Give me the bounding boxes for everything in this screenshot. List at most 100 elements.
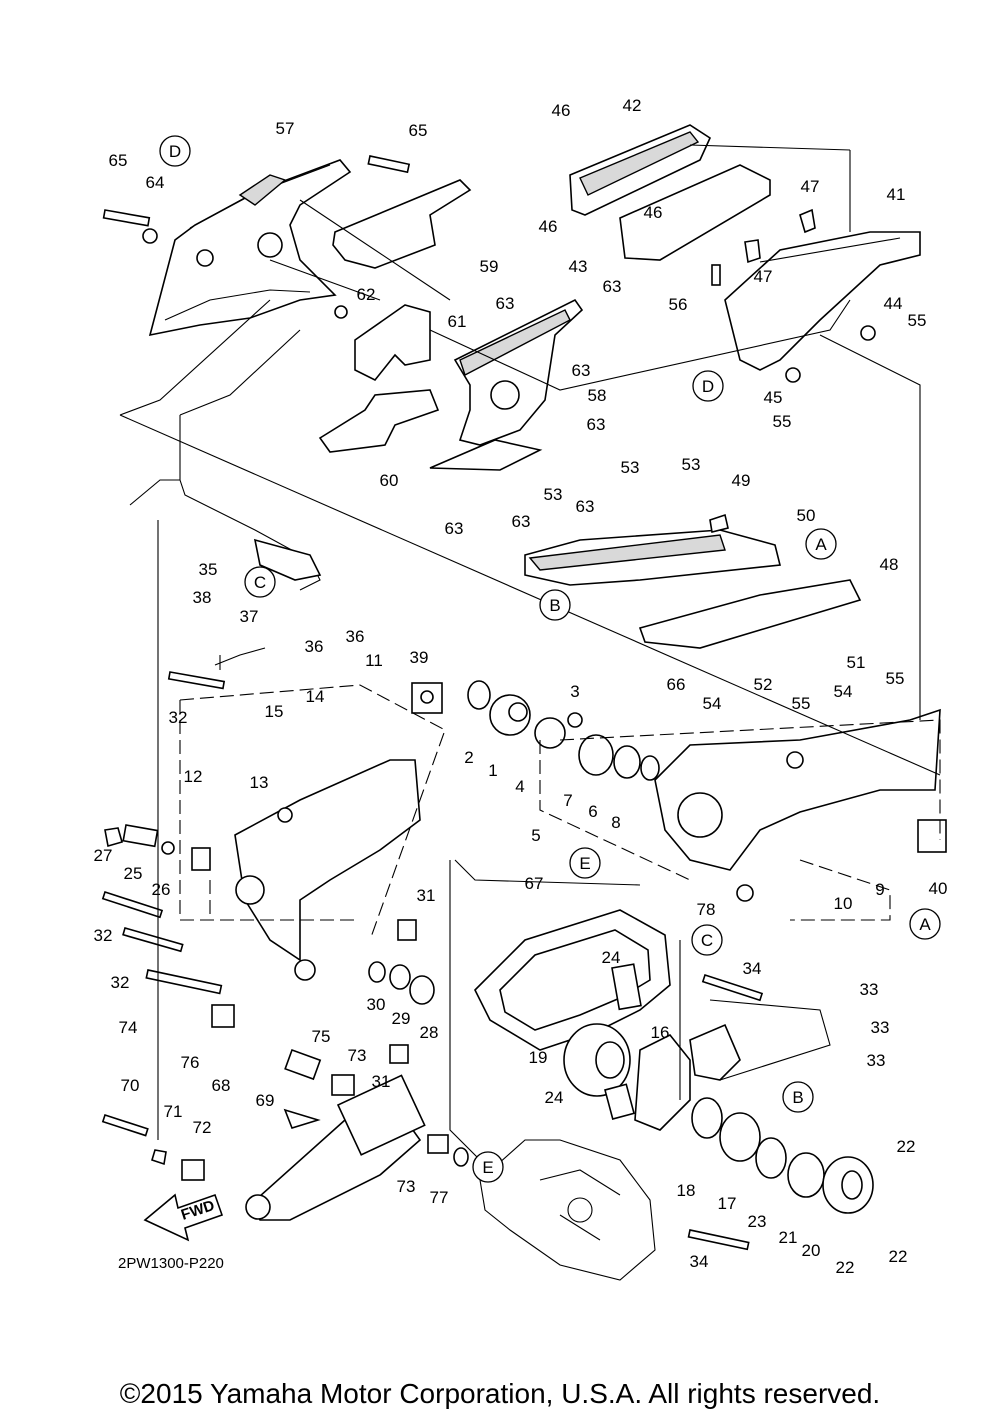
- nut-78: [736, 884, 754, 902]
- collar-31b: [389, 1044, 409, 1064]
- svg-text:D: D: [169, 142, 181, 161]
- collar-24: [611, 963, 642, 1011]
- bearing-29: [389, 964, 411, 990]
- part-label-3: 3: [570, 682, 579, 701]
- part-label-47b: 47: [754, 267, 773, 286]
- part-label-22: 22: [897, 1137, 916, 1156]
- collar-64: [142, 228, 158, 244]
- part-label-75: 75: [312, 1027, 331, 1046]
- part-label-63d: 63: [587, 415, 606, 434]
- part-label-57: 57: [276, 119, 295, 138]
- part-label-63b: 63: [603, 277, 622, 296]
- clip-47b: [744, 239, 761, 264]
- part-label-44: 44: [884, 294, 903, 313]
- part-label-49: 49: [732, 471, 751, 490]
- reference-marker-B-top: B: [539, 589, 571, 621]
- part-label-54b: 54: [703, 694, 722, 713]
- part-label-20: 20: [802, 1241, 821, 1260]
- part-label-36b: 36: [305, 637, 324, 656]
- part-label-8: 8: [611, 813, 620, 832]
- circlip-23: [755, 1137, 787, 1179]
- svg-text:B: B: [549, 596, 560, 615]
- hanger-37: [214, 647, 266, 670]
- pivot-bolt-25-27: [104, 824, 175, 855]
- part-label-31b: 31: [372, 1072, 391, 1091]
- part-label-70: 70: [121, 1076, 140, 1095]
- seal-28: [409, 975, 435, 1005]
- washer-62: [334, 305, 348, 319]
- part-label-33c: 33: [867, 1051, 886, 1070]
- part-label-74: 74: [119, 1018, 138, 1037]
- part-label-11: 11: [365, 651, 383, 670]
- part-label-37: 37: [240, 607, 259, 626]
- part-label-13: 13: [250, 773, 269, 792]
- svg-text:B: B: [792, 1088, 803, 1107]
- bolt-65: [102, 155, 411, 227]
- part-label-31: 31: [417, 886, 436, 905]
- part-label-76: 76: [181, 1053, 200, 1072]
- part-label-9: 9: [875, 880, 884, 899]
- collar-45: [785, 367, 801, 383]
- collar-8: [640, 755, 660, 781]
- step-plate-48: [638, 579, 862, 649]
- part-label-38: 38: [193, 588, 212, 607]
- collar-73: [331, 1074, 355, 1096]
- part-label-58: 58: [588, 386, 607, 405]
- part-label-73: 73: [348, 1046, 367, 1065]
- part-label-41: 41: [887, 185, 906, 204]
- part-label-34: 34: [743, 959, 762, 978]
- part-label-24b: 24: [545, 1088, 564, 1107]
- washer-30: [368, 961, 386, 983]
- part-label-64: 64: [146, 173, 165, 192]
- reference-marker-C-top: C: [244, 566, 276, 598]
- part-label-34b: 34: [690, 1252, 709, 1271]
- part-label-53b: 53: [682, 455, 701, 474]
- hub-bracket: [689, 1023, 741, 1081]
- part-label-63e: 63: [576, 497, 595, 516]
- bracket-plate-58: [429, 298, 584, 471]
- seal-77: [453, 1147, 469, 1167]
- part-label-50: 50: [797, 506, 816, 525]
- svg-text:C: C: [701, 931, 713, 950]
- pin-71: [151, 1149, 167, 1166]
- part-label-30: 30: [367, 995, 386, 1014]
- part-label-46: 46: [552, 101, 571, 120]
- part-label-59: 59: [480, 257, 499, 276]
- bracket-59: [332, 179, 472, 269]
- part-label-26: 26: [152, 880, 171, 899]
- swingarm-5: [654, 708, 941, 871]
- part-label-56: 56: [669, 295, 688, 314]
- reference-marker-C: C: [691, 924, 723, 956]
- part-label-68: 68: [212, 1076, 231, 1095]
- part-label-55d: 55: [792, 694, 811, 713]
- frame-bracket-35: [129, 479, 321, 591]
- part-label-46b: 46: [644, 203, 663, 222]
- part-label-12: 12: [184, 767, 203, 786]
- damper-16: [634, 1033, 691, 1131]
- block-40: [917, 819, 947, 853]
- collar-76: [211, 1004, 235, 1028]
- o-ring-2: [467, 680, 491, 710]
- part-label-51: 51: [847, 653, 866, 672]
- copyright-notice: ©2015 Yamaha Motor Corporation, U.S.A. A…: [119, 1378, 881, 1409]
- part-label-25: 25: [124, 864, 143, 883]
- part-label-18: 18: [677, 1181, 696, 1200]
- reference-marker-E: E: [472, 1151, 504, 1183]
- screw-56: [711, 264, 721, 286]
- cover-20: [822, 1156, 874, 1214]
- part-label-24: 24: [602, 948, 621, 967]
- fwd-arrow-icon: FWD: [143, 1193, 224, 1242]
- svg-text:E: E: [579, 854, 590, 873]
- part-label-63: 63: [496, 294, 515, 313]
- part-label-5: 5: [531, 826, 540, 845]
- part-label-2: 2: [464, 748, 473, 767]
- part-label-43: 43: [569, 257, 588, 276]
- part-label-47: 47: [801, 177, 820, 196]
- collar-75: [284, 1048, 322, 1081]
- bearing-4: [534, 717, 566, 749]
- part-label-33b: 33: [871, 1018, 890, 1037]
- part-label-72: 72: [193, 1118, 212, 1137]
- part-label-29: 29: [392, 1009, 411, 1028]
- seal-18: [691, 1097, 723, 1139]
